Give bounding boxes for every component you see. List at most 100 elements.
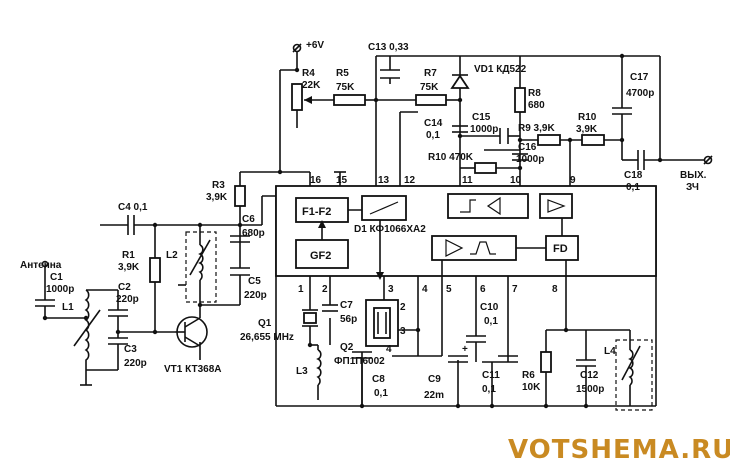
vd1-label: VD1 КД522 (474, 64, 527, 75)
r7-label: R7 (424, 68, 437, 79)
r4-resistor (291, 83, 303, 111)
r3-label: R3 (212, 180, 225, 191)
pin-4: 4 (422, 284, 428, 295)
c5-value: 220р (244, 290, 267, 301)
r3-value: 3,9K (206, 192, 228, 203)
pin-11: 11 (462, 175, 473, 186)
pin-7: 7 (512, 284, 518, 295)
c12-value: 1500р (576, 384, 604, 395)
fd-block (545, 235, 579, 261)
c18-label: C18 (624, 170, 643, 181)
pin-10: 10 (510, 175, 522, 186)
pin-1: 1 (298, 284, 304, 295)
q2-value: ФП1П6002 (334, 356, 385, 367)
vt1-label: VT1 КТ368А (164, 364, 222, 375)
r7-value: 75K (420, 82, 439, 93)
r9-resistor (537, 134, 561, 146)
pin-15: 15 (336, 175, 348, 186)
c1-label: C1 (50, 272, 63, 283)
c17-value: 4700р (626, 88, 654, 99)
c14-value: 0,1 (426, 130, 440, 141)
c16-value: 1000р (516, 154, 544, 165)
d1-label: D1 КФ1066ХА2 (354, 224, 426, 235)
q1-value: 26,655 MHz (240, 332, 294, 343)
vplus-label: +6V (306, 40, 324, 51)
pin-8: 8 (552, 284, 558, 295)
c2-value: 220р (116, 294, 139, 305)
c15-label: C15 (472, 112, 491, 123)
output-terminal (703, 155, 713, 165)
antenna-terminal (41, 260, 49, 268)
q1-label: Q1 (258, 318, 272, 329)
r5-label: R5 (336, 68, 349, 79)
c7-label: C7 (340, 300, 353, 311)
c13-label: C13 0,33 (368, 42, 409, 53)
svg-text:+: + (462, 344, 468, 355)
pin-5: 5 (446, 284, 452, 295)
r4-value: 22K (302, 80, 321, 91)
r10-470k-label: R10 470K (428, 152, 474, 163)
l2-label: L2 (166, 250, 178, 261)
c3-value: 220р (124, 358, 147, 369)
amplifier-block (539, 193, 573, 219)
l2-shield (185, 231, 217, 303)
r10-39k-value: 3,9K (576, 124, 598, 135)
antenna-label: Антенна (20, 260, 62, 271)
pin-9: 9 (570, 175, 576, 186)
watermark: VOTSHEMA.RU (508, 435, 730, 465)
r1-resistor (149, 257, 161, 283)
c6-value: 680р (242, 228, 265, 239)
c8-value: 0,1 (374, 388, 388, 399)
fd-label: FD (553, 243, 568, 255)
c17-label: C17 (630, 72, 649, 83)
r4-label: R4 (302, 68, 315, 79)
c9-value: 22m (424, 390, 444, 401)
c11-value: 0,1 (482, 384, 496, 395)
pin-12: 12 (404, 175, 416, 186)
q2-pin-3: 3 (400, 326, 406, 337)
r10-470k-resistor (474, 162, 497, 174)
pin-16: 16 (310, 175, 322, 186)
r10-39k-label: R10 (578, 112, 597, 123)
c9-label: C9 (428, 374, 441, 385)
components: 2 3 4 + (35, 43, 713, 411)
r5-resistor (333, 94, 366, 106)
q1-crystal (303, 312, 317, 324)
c6-label: C6 (242, 214, 255, 225)
pin-6: 6 (480, 284, 486, 295)
r8-value: 680 (528, 100, 545, 111)
gf2-label: GF2 (310, 250, 331, 262)
c4-label: C4 0,1 (118, 202, 148, 213)
output-label-1: ВЫХ. (680, 170, 707, 181)
c2-label: C2 (118, 282, 131, 293)
c16-label: C16 (518, 142, 537, 153)
vd1-diode (450, 74, 470, 89)
labels: +6V R4 22K R5 75K C13 0,33 R7 75K VD1 КД… (20, 40, 707, 401)
c15-value: 1000р (470, 124, 498, 135)
q2-pin-4: 4 (386, 344, 392, 355)
c14-label: C14 (424, 118, 443, 129)
ic-d1: F1-F2 GF2 FD 16 15 13 12 11 10 9 (275, 175, 657, 295)
q2-pin-2: 2 (400, 302, 406, 313)
l2-inductor (198, 244, 204, 281)
c3-label: C3 (124, 344, 137, 355)
r6-value: 10K (522, 382, 541, 393)
l3-label: L3 (296, 366, 308, 377)
c12-label: C12 (580, 370, 599, 381)
c5-label: C5 (248, 276, 261, 287)
f1f2-label: F1-F2 (302, 206, 331, 218)
l4-shield (615, 339, 653, 411)
c10-label: C10 (480, 302, 499, 313)
r5-value: 75K (336, 82, 355, 93)
l4-inductor (628, 349, 634, 386)
l1-label: L1 (62, 302, 74, 313)
c8-label: C8 (372, 374, 385, 385)
pin-2: 2 (322, 284, 328, 295)
r3-resistor (234, 185, 246, 207)
vplus-terminal (292, 43, 302, 53)
c1-value: 1000р (46, 284, 74, 295)
output-label-2: ЗЧ (686, 182, 699, 193)
r6-label: R6 (522, 370, 535, 381)
c11-label: C11 (482, 370, 500, 381)
